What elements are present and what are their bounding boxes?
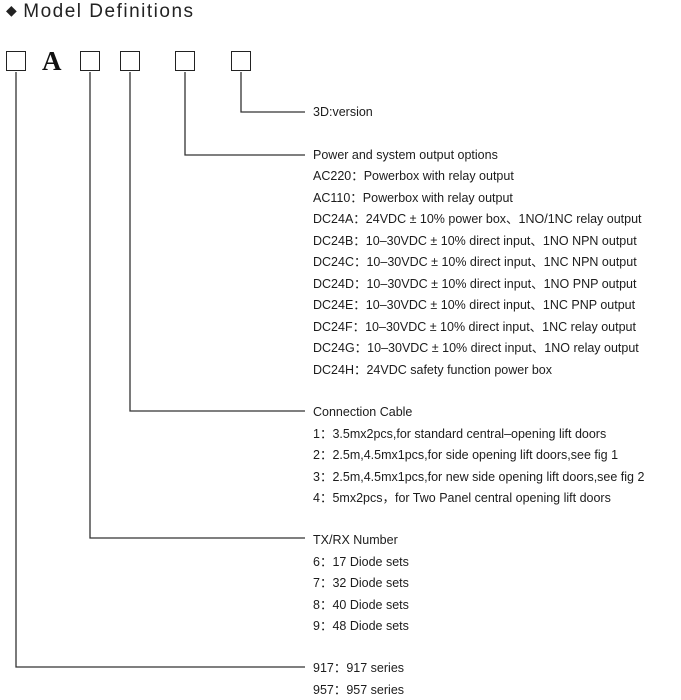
cable-option: 3：2.5m,4.5mx1pcs,for new side opening li… — [313, 470, 645, 484]
cable-heading: Connection Cable — [313, 405, 413, 419]
connector-version — [240, 72, 305, 113]
code-box-series — [6, 51, 26, 71]
code-box-power — [175, 51, 195, 71]
page-title-text: Model Definitions — [23, 1, 195, 22]
connector-series — [15, 72, 305, 668]
power-option: DC24C：10–30VDC ± 10% direct input、1NC NP… — [313, 255, 637, 269]
diamond-bullet-icon: ◆ — [6, 2, 19, 18]
cable-option: 2：2.5m,4.5mx1pcs,for side opening lift d… — [313, 448, 619, 462]
power-option: DC24B：10–30VDC ± 10% direct input、1NO NP… — [313, 234, 637, 248]
code-box-cable — [120, 51, 140, 71]
code-box-txrx — [80, 51, 100, 71]
txrx-option: 7：32 Diode sets — [313, 576, 409, 590]
txrx-option: 9：48 Diode sets — [313, 619, 409, 633]
txrx-option: 6：17 Diode sets — [313, 555, 409, 569]
power-option: DC24F：10–30VDC ± 10% direct input、1NC re… — [313, 320, 636, 334]
power-option: DC24G：10–30VDC ± 10% direct input、1NO re… — [313, 341, 639, 355]
page-title: ◆Model Definitions — [6, 1, 195, 23]
power-heading: Power and system output options — [313, 148, 498, 162]
power-option: AC110：Powerbox with relay output — [313, 191, 513, 205]
code-fixed-letter: A — [42, 46, 62, 76]
connector-txrx — [89, 72, 305, 539]
series-option: 917：917 series — [313, 661, 405, 675]
txrx-option: 8：40 Diode sets — [313, 598, 409, 612]
cable-option: 1：3.5mx2pcs,for standard central–opening… — [313, 427, 607, 441]
cable-option: 4：5mx2pcs，for Two Panel central opening … — [313, 491, 611, 505]
connector-power — [184, 72, 305, 156]
power-option: DC24E：10–30VDC ± 10% direct input、1NC PN… — [313, 298, 636, 312]
connector-cable — [129, 72, 305, 412]
power-option: DC24H：24VDC safety function power box — [313, 363, 553, 377]
power-option: DC24D：10–30VDC ± 10% direct input、1NO PN… — [313, 277, 637, 291]
txrx-heading: TX/RX Number — [313, 533, 398, 547]
series-option: 957：957 series — [313, 683, 405, 697]
power-option: DC24A：24VDC ± 10% power box、1NO/1NC rela… — [313, 212, 642, 226]
power-option: AC220：Powerbox with relay output — [313, 169, 514, 183]
version-line: 3D:version — [313, 105, 373, 119]
code-box-version — [231, 51, 251, 71]
